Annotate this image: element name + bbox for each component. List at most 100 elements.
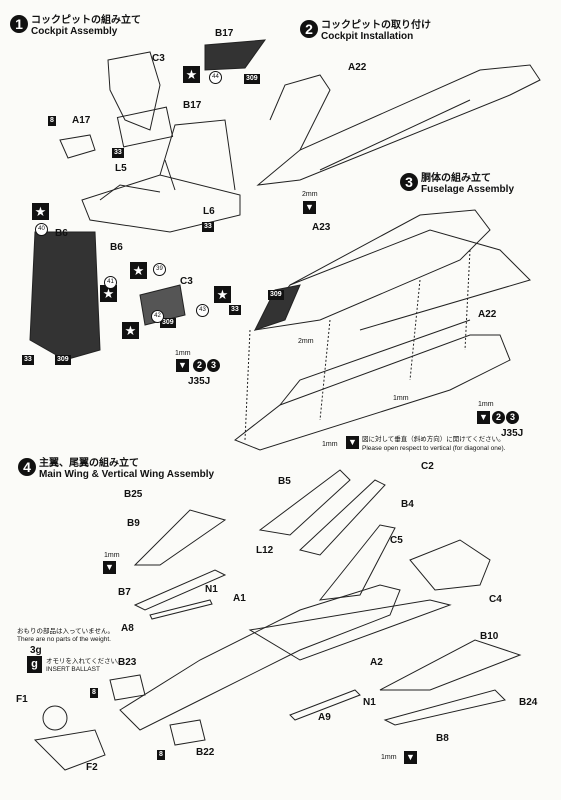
decal-number-40: 40 xyxy=(35,223,48,236)
step-1-title-jp: コックピットの組み立て xyxy=(31,15,141,26)
label-j35j-left: J35J xyxy=(188,376,211,387)
ref-step-2: 2 xyxy=(193,359,206,372)
drill-icon: ▼ xyxy=(303,201,316,214)
nose-cone-f2 xyxy=(33,729,106,771)
label-b10: B10 xyxy=(480,631,499,642)
decal-star-icon: ★ xyxy=(130,262,147,279)
step-3-title-jp: 胴体の組み立て xyxy=(421,173,491,184)
label-a22-step3: A22 xyxy=(478,309,497,320)
label-n1-top: N1 xyxy=(205,584,218,595)
label-f1: F1 xyxy=(16,694,28,705)
ballast-note-jp: オモリを入れてください。 xyxy=(46,658,124,665)
label-a1: A1 xyxy=(233,593,246,604)
drill-size-1mm-c: 1mm xyxy=(478,401,494,408)
step-4-header: 4 主翼、尾翼の組み立て Main Wing & Vertical Wing A… xyxy=(18,458,214,480)
drill-icon: ▼ xyxy=(477,411,490,424)
label-a8: A8 xyxy=(121,623,134,634)
decal-sheet-b17 xyxy=(204,39,267,71)
part-a17-stick xyxy=(59,134,96,159)
decal-number-42: 42 xyxy=(151,310,164,323)
label-c4: C4 xyxy=(489,594,502,605)
paint-code-8-b: 8 xyxy=(90,688,98,698)
label-b22: B22 xyxy=(196,747,215,758)
step-1-title-en: Cockpit Assembly xyxy=(31,26,118,37)
drill-size-1mm-a: 1mm xyxy=(393,395,409,402)
nozzle-b23 xyxy=(109,674,146,701)
aircraft-vertical-tail xyxy=(318,524,396,601)
fin-b4 xyxy=(298,479,386,556)
paint-code-309-c: 309 xyxy=(160,318,176,328)
drill-note-jp: 図に対して垂直（斜め方向）に開けてください。 xyxy=(362,436,505,443)
ref-step-2: 2 xyxy=(492,411,505,424)
step-2-header: 2 コックピットの取り付け Cockpit Installation xyxy=(300,20,431,42)
decal-star-icon: ★ xyxy=(214,286,231,303)
fuselage-lower-a22 xyxy=(234,334,511,451)
missile-a9 xyxy=(289,689,361,721)
paint-code-309-d: 309 xyxy=(268,290,284,300)
label-b25: B25 xyxy=(124,489,143,500)
ballast-amount: 3g xyxy=(30,645,42,656)
label-b7: B7 xyxy=(118,587,131,598)
weight-note-en: There are no parts of the weight. xyxy=(17,636,111,643)
paint-code-8-c: 8 xyxy=(157,750,165,760)
step-3-header: 3 胴体の組み立て Fuselage Assembly xyxy=(400,173,514,195)
step-4-number: 4 xyxy=(18,458,36,476)
aircraft-main-wing xyxy=(248,599,452,661)
label-a22-step2: A22 xyxy=(348,62,367,73)
decal-star-icon: ★ xyxy=(32,203,49,220)
paint-code-309-b: 309 xyxy=(55,355,71,365)
canopy-opening xyxy=(254,284,301,331)
label-b6-tub: B6 xyxy=(110,242,123,253)
drill-size-2mm: 2mm xyxy=(302,191,318,198)
label-j35j-right: J35J xyxy=(501,428,524,439)
paint-code-33-c: 33 xyxy=(22,355,34,365)
decal-number-43: 43 xyxy=(196,304,209,317)
step-1-number: 1 xyxy=(10,15,28,33)
label-b6-panel: B6 xyxy=(55,228,68,239)
weight-note-jp: おもりの部品は入っていません。 xyxy=(17,628,114,635)
step-2-number: 2 xyxy=(300,20,318,38)
drill-size-1mm-d: 1mm xyxy=(322,441,338,448)
label-b17-decal: B17 xyxy=(215,28,234,39)
intake-c4 xyxy=(409,539,491,591)
part-b17-panel xyxy=(116,106,174,148)
label-b4: B4 xyxy=(401,499,414,510)
ballast-weight-icon: g xyxy=(27,656,42,673)
nozzle-b22 xyxy=(169,719,206,746)
wing-b9 xyxy=(133,509,227,566)
part-b6-panel xyxy=(29,231,101,361)
ref-step-3: 3 xyxy=(506,411,519,424)
reference-steps-right: 2 3 xyxy=(492,411,519,424)
decal-number-44: 44 xyxy=(209,71,222,84)
reference-steps-left: 2 3 xyxy=(193,359,220,372)
drill-icon: ▼ xyxy=(103,561,116,574)
decal-number-39: 39 xyxy=(153,263,166,276)
label-b9: B9 xyxy=(127,518,140,529)
label-b24: B24 xyxy=(519,697,538,708)
label-c2: C2 xyxy=(421,461,434,472)
fuselage-upper-a23 xyxy=(253,209,491,331)
label-a9: A9 xyxy=(318,712,331,723)
wing-b7 xyxy=(133,569,227,611)
part-a8 xyxy=(149,599,213,620)
decal-star-icon: ★ xyxy=(100,285,117,302)
ballast-note-en: INSERT BALLAST xyxy=(46,666,100,673)
step-4-title-en: Main Wing & Vertical Wing Assembly xyxy=(39,469,215,480)
label-c5: C5 xyxy=(390,535,403,546)
decal-star-icon: ★ xyxy=(122,322,139,339)
wing-b8 xyxy=(383,689,506,726)
step-2-title-en: Cockpit Installation xyxy=(321,31,414,42)
drill-icon: ▼ xyxy=(346,436,359,449)
cockpit-tub xyxy=(81,174,241,233)
paint-code-33-a: 33 xyxy=(112,148,124,158)
step-4-title-jp: 主翼、尾翼の組み立て xyxy=(39,458,139,469)
drill-icon: ▼ xyxy=(176,359,189,372)
label-l6: L6 xyxy=(203,206,215,217)
wing-b10 xyxy=(379,639,522,691)
label-c3-panel: C3 xyxy=(180,276,193,287)
label-b5: B5 xyxy=(278,476,291,487)
label-b17: B17 xyxy=(183,100,202,111)
label-a17: A17 xyxy=(72,115,91,126)
label-a2: A2 xyxy=(370,657,383,668)
